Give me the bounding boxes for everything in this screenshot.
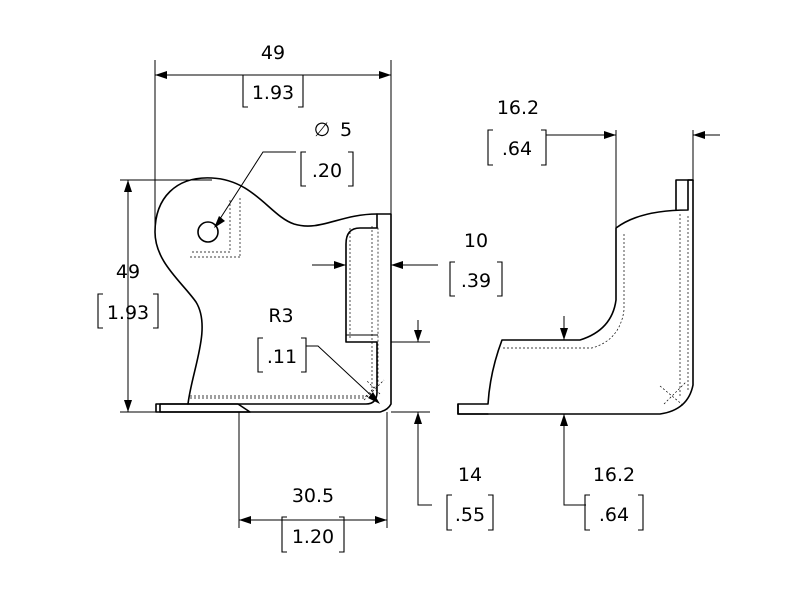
bracket-lobe-profile: [154, 177, 378, 405]
hidden-lines: [190, 198, 385, 401]
dim-left-height-brackets: [97, 293, 159, 329]
dim-flange-height-brackets: [446, 494, 494, 531]
dim-left-height-mm: 49: [116, 261, 140, 283]
dim-top-width-mm: 49: [261, 42, 285, 64]
dim-side-top-width-mm: 16.2: [497, 97, 539, 119]
side-view: [457, 179, 694, 415]
dim-hole-diameter-symbol: ∅: [314, 119, 331, 141]
bracket-foot: [155, 403, 251, 413]
dim-left-height-inch: 1.93: [107, 302, 149, 324]
dim-corner-radius-inch: .11: [267, 346, 297, 368]
dim-bottom-width-inch: 1.20: [292, 526, 334, 548]
dim-flange-height-inch: .55: [455, 504, 485, 526]
dim-flange-height-mm: 14: [458, 464, 482, 486]
bracket-fold-line: [346, 227, 378, 336]
mounting-hole: [197, 221, 219, 243]
dim-hole-diameter-inch: .20: [312, 160, 342, 182]
dim-slot-depth-brackets: [449, 261, 503, 297]
dim-top-width-inch: 1.93: [252, 82, 294, 104]
side-hidden-lines: [503, 214, 689, 407]
dim-side-top-width-brackets: [487, 129, 547, 166]
dim-bottom-width-mm: 30.5: [292, 485, 334, 507]
dim-top-width-brackets: [242, 74, 304, 108]
dim-hole-brackets: [300, 151, 354, 187]
dim-corner-radius-brackets: [257, 337, 307, 373]
dimension-lines: [120, 60, 720, 528]
dim-side-bottom-width-mm: 16.2: [593, 464, 635, 486]
dim-hole-diameter-mm: 5: [340, 119, 352, 141]
front-view: [154, 177, 392, 413]
dim-slot-depth-mm: 10: [464, 230, 488, 252]
side-outline: [457, 179, 694, 415]
dim-side-bottom-width-inch: .64: [599, 504, 629, 526]
dim-bottom-width-brackets: [281, 516, 345, 553]
dim-corner-radius-mm: R3: [268, 305, 293, 327]
dim-slot-depth-inch: .39: [461, 270, 491, 292]
side-lip: [457, 179, 694, 415]
dim-side-top-width-inch: .64: [502, 138, 532, 160]
dim-side-bottom-width-brackets: [584, 494, 644, 531]
